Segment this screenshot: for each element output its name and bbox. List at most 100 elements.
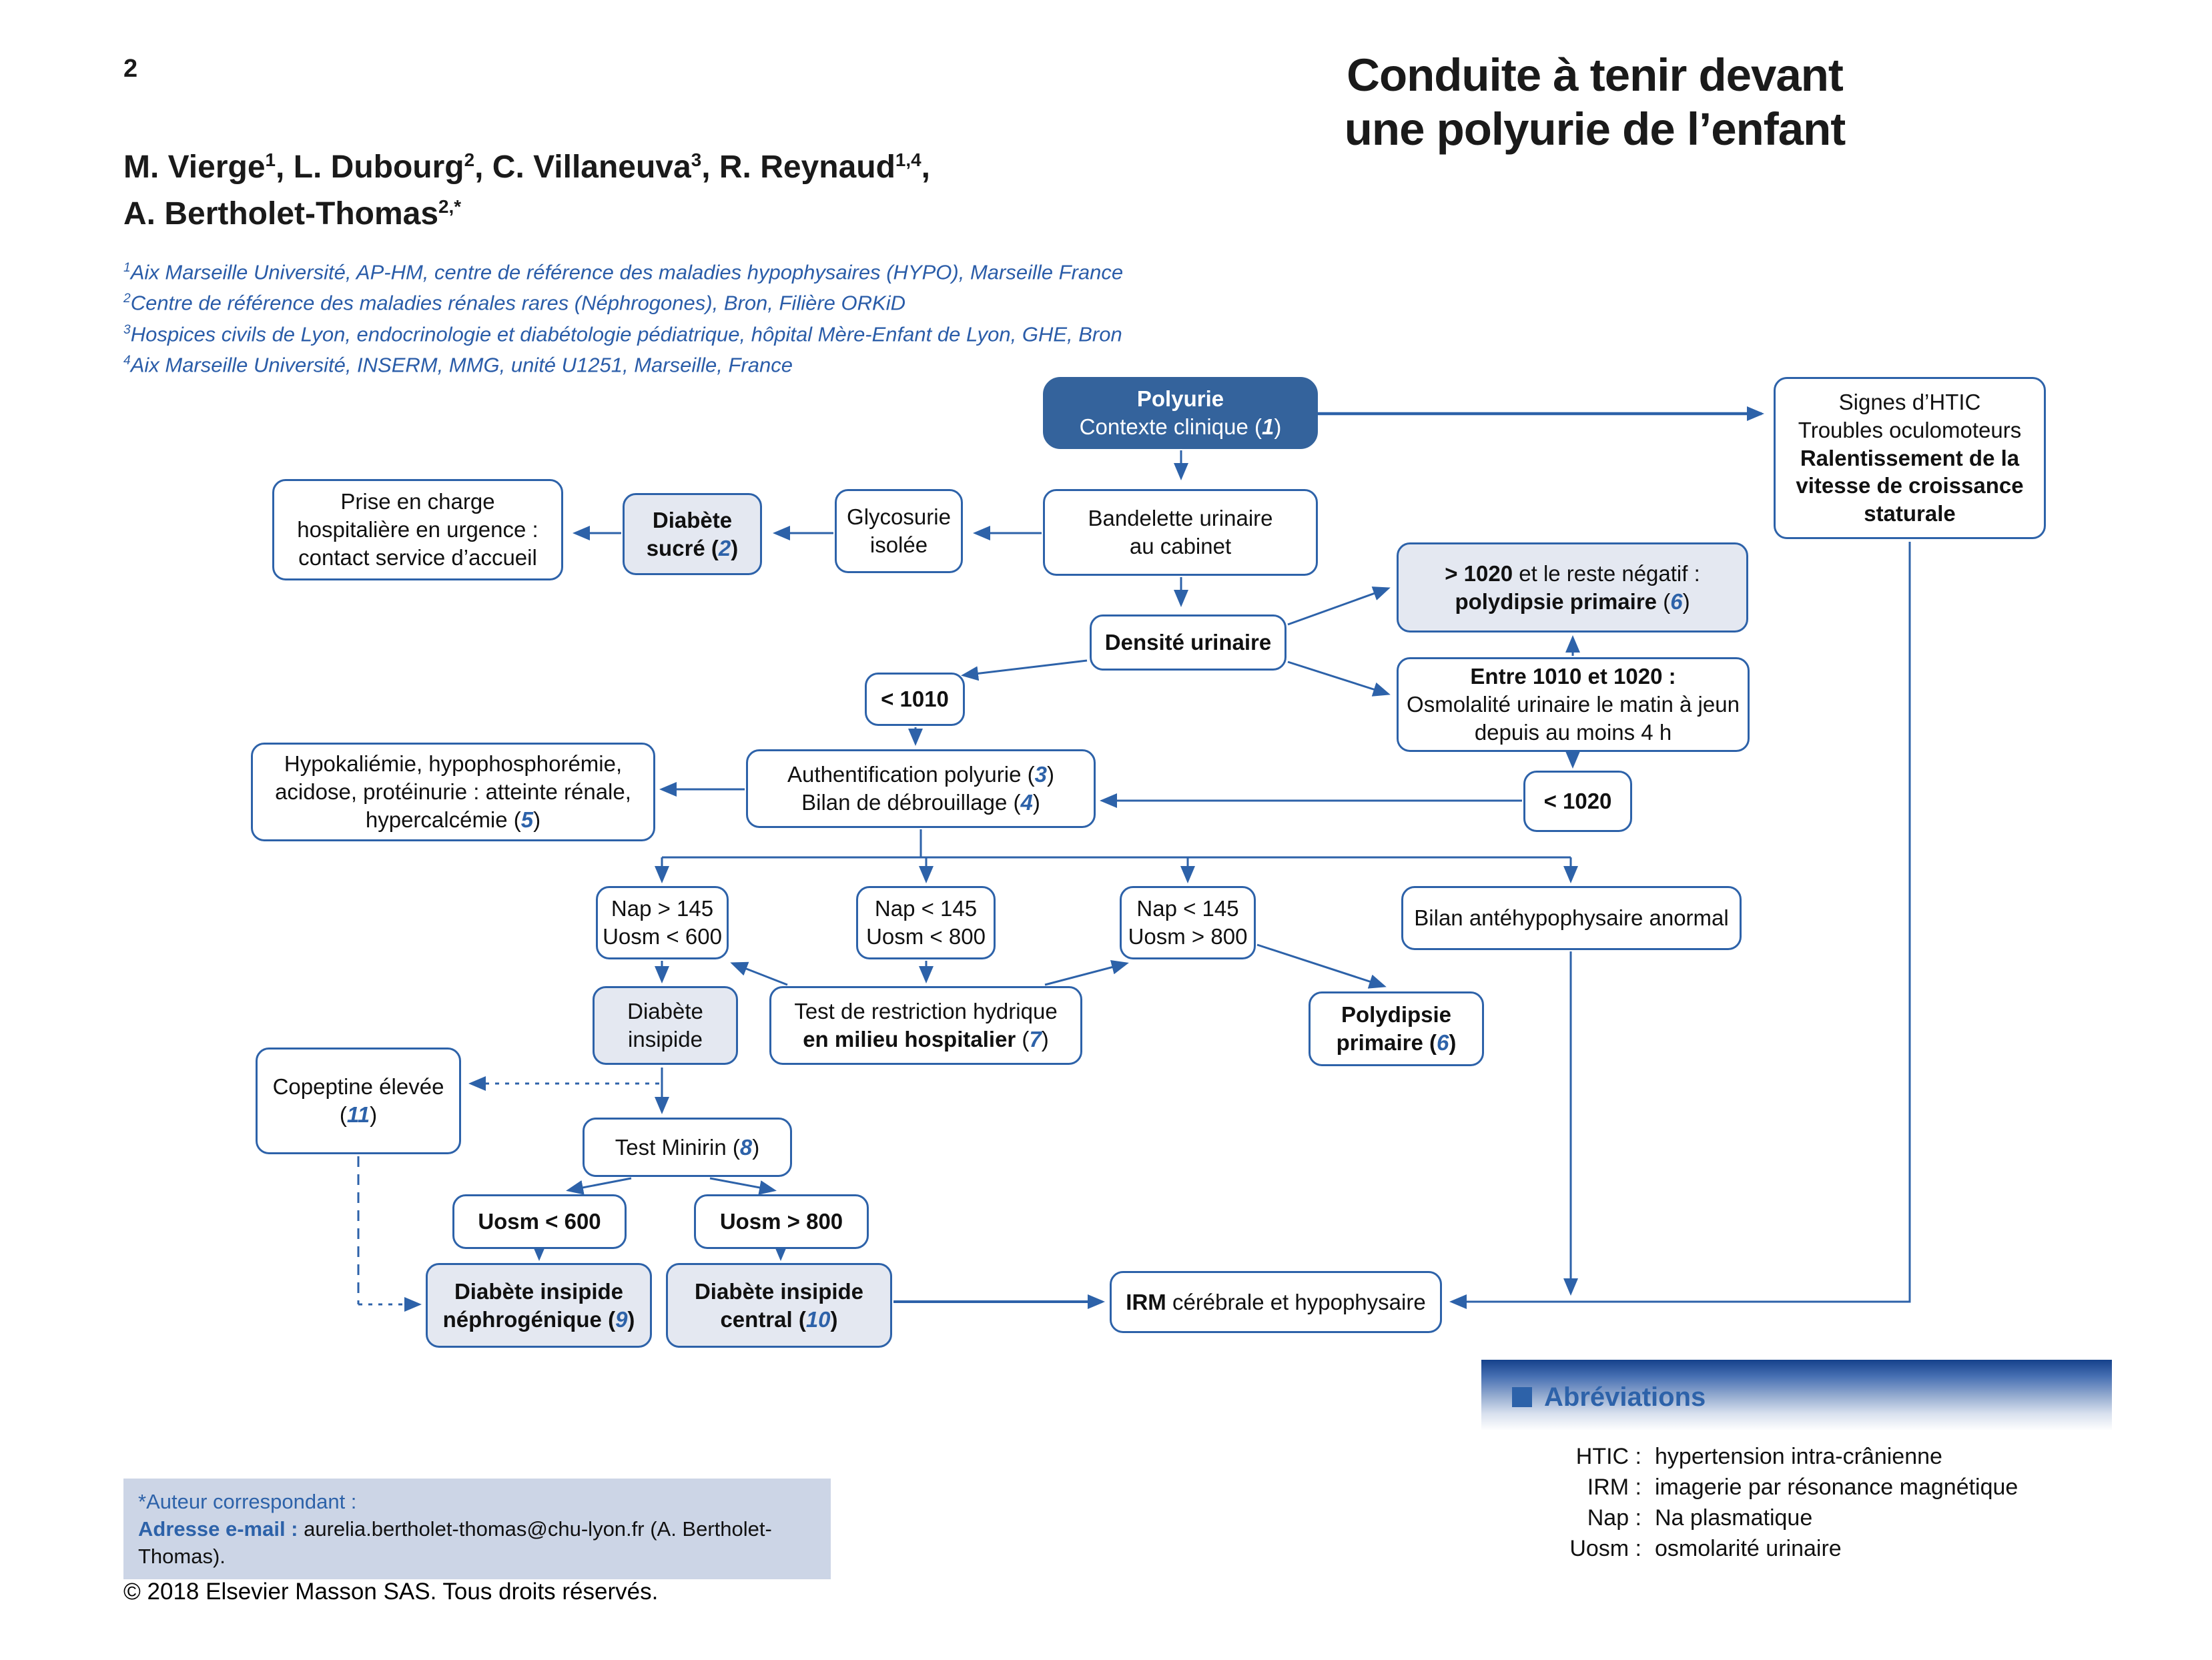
- node-text: Glycosurie: [847, 504, 951, 530]
- correspondence-note: *Auteur correspondant :: [138, 1490, 357, 1513]
- node-text: vitesse de croissance: [1796, 473, 2024, 498]
- node-hypokaliemie: Hypokaliémie, hypophosphorémie, acidose,…: [251, 743, 655, 841]
- email-value: aurelia.bertholet-thomas@chu-lyon.fr (A.…: [138, 1517, 772, 1568]
- node-text: depuis au moins 4 h: [1474, 719, 1672, 745]
- node-text: isolée: [869, 532, 928, 557]
- connector-minirin-uosm600: [566, 1177, 632, 1195]
- connector-minirin-uosm800: [709, 1177, 777, 1195]
- node-text: hypercalcémie (5): [365, 807, 541, 832]
- node-bandelette: Bandelette urinaire au cabinet: [1043, 489, 1318, 576]
- paper-title: Conduite à tenir devant une polyurie de …: [1274, 48, 1915, 156]
- connector-densite-inf1010: [961, 659, 1088, 681]
- node-text: staturale: [1864, 501, 1956, 526]
- node-text: en milieu hospitalier (7): [803, 1027, 1049, 1052]
- node-text: < 1020: [1543, 789, 1612, 814]
- correspondence-email-line: Adresse e-mail : aurelia.bertholet-thoma…: [138, 1515, 816, 1570]
- node-text: Nap > 145: [611, 896, 714, 921]
- abbreviation-definition: Na plasmatique: [1655, 1505, 1813, 1531]
- node-text: au cabinet: [1129, 534, 1232, 558]
- connector-signes-irm: [1449, 542, 1911, 1309]
- node-prise-en-charge: Prise en charge hospitalière en urgence …: [272, 479, 563, 580]
- node-test-minirin: Test Minirin (8): [583, 1118, 792, 1177]
- node-polydipsie-primaire: Polydipsie primaire (6): [1309, 991, 1484, 1066]
- node-text: Bandelette urinaire: [1088, 506, 1273, 531]
- node-text: Bilan de débrouillage (4): [801, 790, 1040, 815]
- node-text: central (10): [720, 1306, 838, 1332]
- node-text: Nap < 145: [874, 896, 978, 921]
- node-di-central: Diabète insipide central (10): [666, 1263, 892, 1348]
- node-entre-1010-1020: Entre 1010 et 1020 : Osmolalité urinaire…: [1397, 657, 1750, 752]
- node-text: acidose, protéinurie : atteinte rénale,: [275, 779, 631, 805]
- node-text: Diabète: [652, 507, 733, 532]
- node-text: Diabète insipide: [454, 1278, 624, 1304]
- abbreviation-term: IRM :: [1587, 1475, 1641, 1500]
- node-nap-inf145-uosm-inf800: Nap < 145 Uosm < 800: [856, 886, 996, 959]
- connector-testrestriction-nap1: [730, 961, 788, 986]
- node-signes-htic: Signes d’HTIC Troubles oculomoteurs Rale…: [1774, 377, 2046, 539]
- node-text: Test de restriction hydrique: [794, 999, 1058, 1024]
- node-text: Signes d’HTIC: [1838, 389, 1981, 414]
- node-sup-1020: > 1020 et le reste négatif : polydipsie …: [1397, 542, 1748, 633]
- node-uosm-inf600: Uosm < 600: [452, 1194, 627, 1249]
- node-text: sucré (2): [646, 535, 739, 560]
- abbreviation-term: HTIC :: [1575, 1444, 1641, 1469]
- node-uosm-sup800: Uosm > 800: [694, 1194, 869, 1249]
- abbreviations-panel: Abréviations HTIC : hypertension intra-c…: [1481, 1360, 2112, 1590]
- node-text: Contexte clinique (1): [1079, 414, 1282, 439]
- affiliations: 1Aix Marseille Université, AP-HM, centre…: [123, 255, 1123, 378]
- node-text: Polydipsie: [1341, 1002, 1452, 1027]
- node-bilan-antehypophysaire: Bilan antéhypophysaire anormal: [1401, 886, 1742, 950]
- node-text: Copeptine élevée: [272, 1074, 444, 1100]
- node-copeptine: Copeptine élevée (11): [256, 1048, 461, 1154]
- email-label: Adresse e-mail :: [138, 1517, 298, 1541]
- correspondence-box: *Auteur correspondant : Adresse e-mail :…: [123, 1479, 831, 1579]
- node-text: (11): [339, 1102, 378, 1127]
- node-densite-urinaire: Densité urinaire: [1090, 614, 1286, 671]
- node-text: > 1020 et le reste négatif :: [1445, 560, 1700, 586]
- node-text: Ralentissement de la: [1800, 445, 2020, 470]
- node-authentification: Authentification polyurie (3) Bilan de d…: [746, 749, 1096, 828]
- node-text: Troubles oculomoteurs: [1798, 417, 2022, 442]
- node-di-nephrogenique: Diabète insipide néphrogénique (9): [426, 1263, 652, 1348]
- node-diabete-insipide: Diabète insipide: [593, 986, 738, 1065]
- node-text: < 1010: [881, 687, 949, 712]
- abbreviations-title: Abréviations: [1544, 1382, 1706, 1412]
- node-irm: IRM cérébrale et hypophysaire: [1110, 1271, 1442, 1333]
- paper-title-line2: une polyurie de l’enfant: [1344, 103, 1846, 155]
- abbreviations-list: HTIC : hypertension intra-crânienne IRM …: [1481, 1434, 2112, 1561]
- node-text: Uosm > 800: [1128, 924, 1248, 949]
- node-polyurie: Polyurie Contexte clinique (1): [1043, 377, 1318, 449]
- node-text: Uosm < 600: [603, 924, 722, 949]
- abbreviation-term: Nap :: [1587, 1505, 1641, 1531]
- abbreviation-definition: osmolarité urinaire: [1655, 1536, 1842, 1561]
- node-text: Diabète insipide: [694, 1278, 864, 1304]
- page-number: 2: [123, 55, 138, 83]
- affiliation-line: 1Aix Marseille Université, AP-HM, centre…: [123, 260, 1124, 284]
- node-text: Polyurie: [1136, 386, 1224, 412]
- authors-line2: A. Bertholet-Thomas2,*: [123, 196, 462, 232]
- affiliation-line: 3Hospices civils de Lyon, endocrinologie…: [123, 322, 1122, 346]
- node-test-restriction: Test de restriction hydrique en milieu h…: [769, 986, 1082, 1065]
- connector-densite-sup1020: [1287, 586, 1391, 626]
- node-text: Uosm < 600: [478, 1209, 601, 1234]
- connector-nap3-polydipsie: [1256, 943, 1387, 989]
- connector-testrestriction-nap3: [1044, 959, 1129, 986]
- node-text: insipide: [628, 1027, 703, 1052]
- node-text: contact service d’accueil: [298, 544, 537, 570]
- node-inf-1020: < 1020: [1523, 771, 1632, 832]
- node-text: Osmolalité urinaire le matin à jeun: [1407, 692, 1740, 717]
- node-text: Authentification polyurie (3): [787, 762, 1054, 787]
- node-text: Test Minirin (8): [615, 1134, 760, 1160]
- node-text: Uosm > 800: [719, 1209, 843, 1234]
- affiliation-line: 2Centre de référence des maladies rénale…: [123, 291, 905, 315]
- authors-heading: M. Vierge1, L. Dubourg2, C. Villaneuva3,…: [123, 140, 930, 234]
- node-glycosurie: Glycosurie isolée: [835, 489, 963, 573]
- node-inf-1010: < 1010: [865, 673, 965, 726]
- copyright-line: © 2018 Elsevier Masson SAS. Tous droits …: [123, 1579, 659, 1605]
- node-nap-sup145: Nap > 145 Uosm < 600: [596, 886, 729, 959]
- node-text: polydipsie primaire (6): [1455, 588, 1690, 614]
- node-text: IRM cérébrale et hypophysaire: [1126, 1289, 1426, 1314]
- node-text: Entre 1010 et 1020 :: [1470, 664, 1676, 689]
